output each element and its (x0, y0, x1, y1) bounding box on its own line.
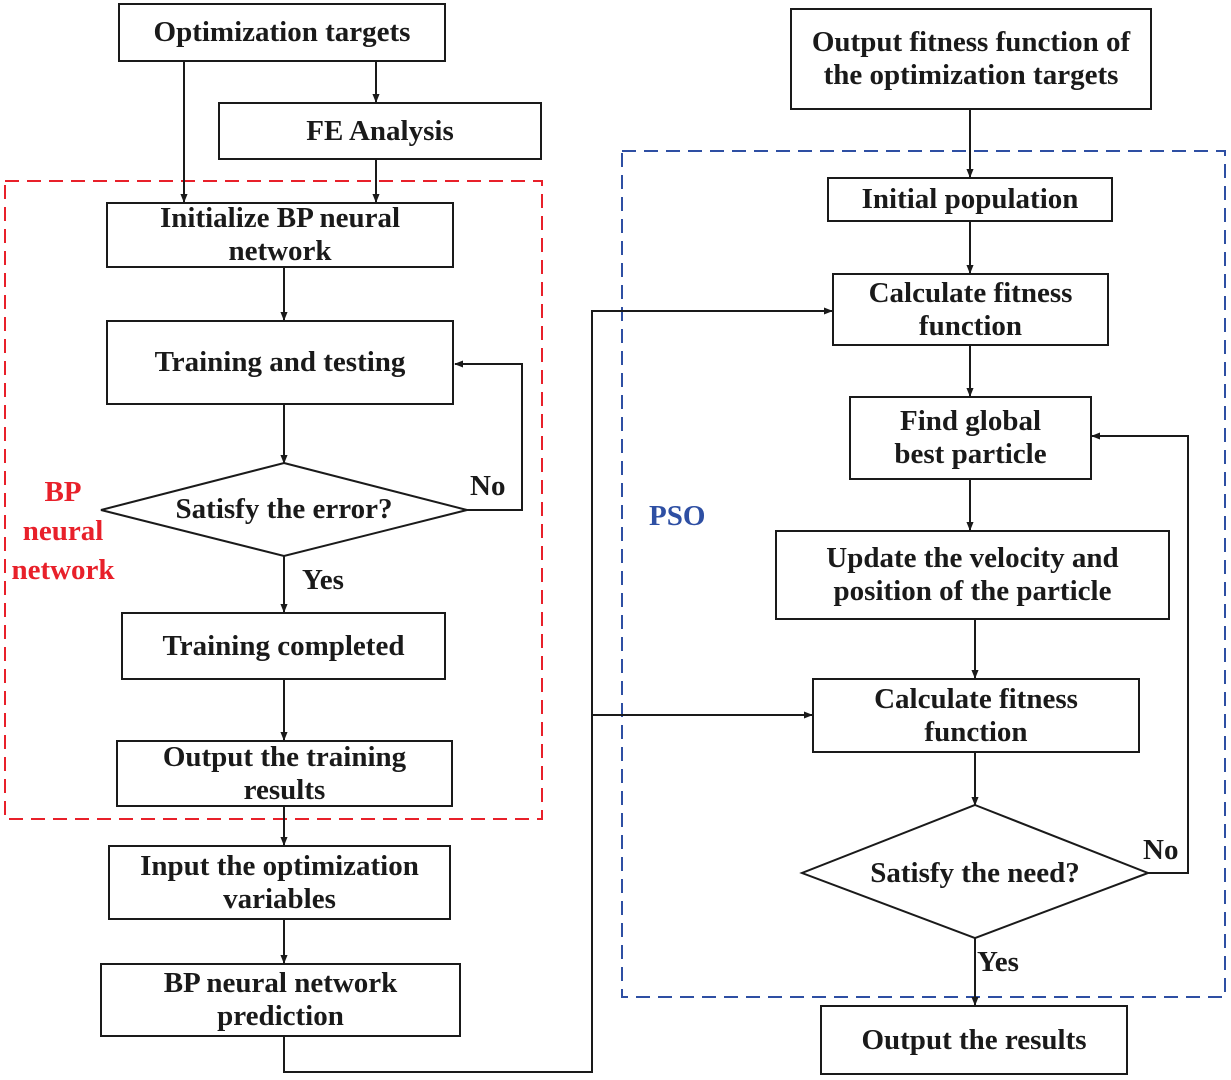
bp-region-border (4, 180, 543, 820)
node-output-fitness: Output fitness function of the optimizat… (790, 8, 1152, 110)
edge-label-bp-yes: Yes (302, 564, 344, 596)
node-output-results: Output the results (820, 1005, 1128, 1075)
node-calc-fitness-2: Calculate fitness function (812, 678, 1140, 753)
node-bp-prediction: BP neural network prediction (100, 963, 461, 1037)
edge-decision-no-loop (454, 360, 523, 511)
node-initialize-bp: Initialize BP neural network (106, 202, 454, 268)
region-label-bp-3: network (11, 554, 115, 586)
node-optimization-targets: Optimization targets (118, 3, 446, 62)
edge-label-bp-no: No (470, 470, 506, 502)
node-update-velocity: Update the velocity and position of the … (775, 530, 1170, 620)
region-label-bp-1: BP (44, 476, 82, 508)
node-output-training: Output the training results (116, 740, 453, 807)
region-label-bp-2: neural (22, 515, 104, 547)
pso-region-border (621, 150, 1226, 998)
decision-satisfy-error-label: Satisfy the error? (175, 493, 393, 525)
node-training-completed: Training completed (121, 612, 446, 680)
edge-need-no-loop (1091, 432, 1189, 874)
node-training-testing: Training and testing (106, 320, 454, 405)
decision-satisfy-need-label: Satisfy the need? (870, 857, 1080, 889)
node-input-variables: Input the optimization variables (108, 845, 451, 920)
node-find-global-best: Find global best particle (849, 396, 1092, 480)
region-label-pso: PSO (649, 500, 706, 532)
node-fe-analysis: FE Analysis (218, 102, 542, 160)
node-initial-population: Initial population (827, 177, 1113, 222)
edge-prediction-to-pso (283, 307, 833, 1073)
node-calc-fitness-1: Calculate fitness function (832, 273, 1109, 346)
edge-label-pso-yes: Yes (977, 946, 1019, 978)
edge-label-pso-no: No (1143, 834, 1179, 866)
decision-satisfy-error-shape (100, 461, 468, 558)
decision-satisfy-need-shape (799, 803, 1151, 940)
